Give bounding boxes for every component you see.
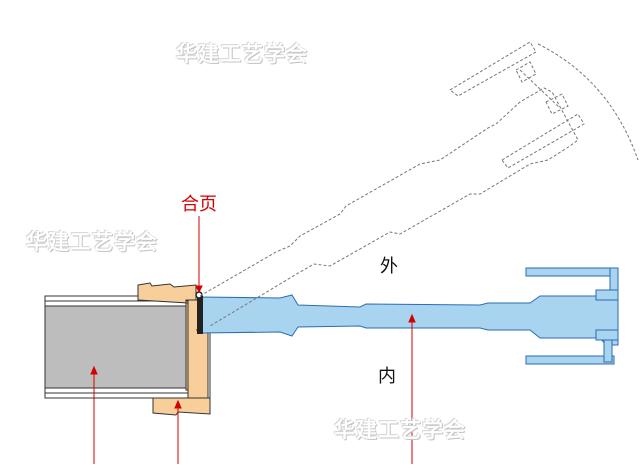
leader-lines <box>90 216 416 464</box>
watermark-text: 华建工艺学会 <box>176 42 308 66</box>
outside-label: 外 <box>380 256 398 277</box>
open-door-outline <box>199 41 639 327</box>
hinge-label: 合页 <box>181 194 217 215</box>
wall-section <box>44 295 199 399</box>
door-handle <box>525 267 619 365</box>
door-leaf <box>197 289 619 346</box>
watermark-text: 华建工艺学会 <box>26 230 158 254</box>
inside-label: 内 <box>378 366 396 387</box>
watermark-text: 华建工艺学会 <box>334 418 466 442</box>
